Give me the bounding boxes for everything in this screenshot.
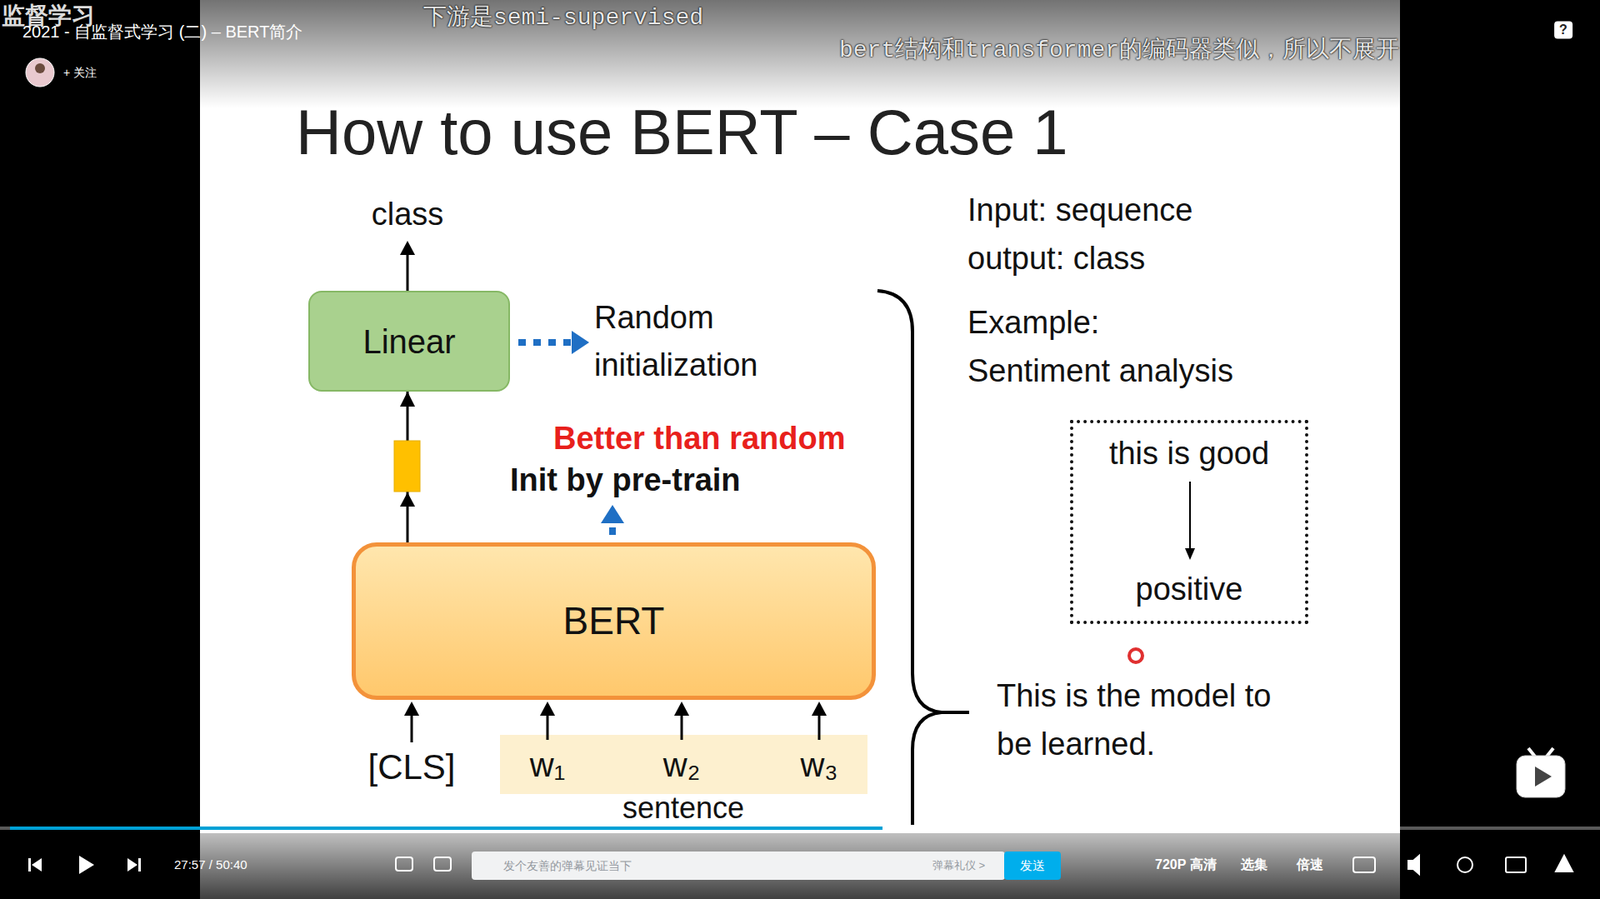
danmaku-icons	[395, 857, 451, 871]
next-bar	[138, 858, 141, 872]
time-display: 27:57 / 50:40	[174, 857, 248, 873]
node-label: BERT	[563, 598, 665, 645]
arrow-head	[811, 701, 827, 716]
control-bar	[0, 833, 1600, 899]
description-text: Input: sequence	[967, 191, 1193, 230]
input-label: sentence	[622, 790, 745, 826]
slide-title: How to use BERT – Case 1	[295, 94, 1069, 170]
arrow-line	[1189, 481, 1191, 550]
tv-body	[1516, 755, 1565, 798]
pip-icon	[1505, 857, 1526, 873]
settings-icon	[1457, 857, 1473, 873]
description-text: Sentiment analysis	[967, 352, 1234, 391]
node-label: Linear	[362, 321, 455, 362]
node-label: this is good	[1109, 435, 1270, 474]
arrow-head	[674, 701, 690, 716]
play-icon	[79, 855, 95, 875]
subtitle-icon	[1353, 857, 1375, 873]
dashed-line	[518, 339, 574, 346]
cls-embedding-vector	[394, 440, 420, 492]
sentence-band	[500, 735, 868, 795]
danmaku-input	[471, 851, 1005, 880]
send-button	[1004, 851, 1061, 880]
arrow-head	[1185, 548, 1195, 560]
video-title: 2021 - 自监督式学习 (二) – BERT简介	[22, 21, 303, 42]
arrow-line	[410, 715, 414, 743]
arrow-line	[406, 253, 410, 291]
annotation: Random initialization	[594, 294, 811, 390]
danmaku-text: bert结构和transformer的编码器类似，所以不展开	[839, 36, 1400, 65]
follow-button: + 关注	[63, 65, 97, 80]
help-icon: ?	[1554, 20, 1573, 39]
next-icon	[127, 858, 138, 872]
danmaku-settings	[434, 857, 451, 871]
arrow-line	[818, 715, 821, 740]
arrow-head	[600, 505, 625, 524]
progress-track	[0, 826, 1600, 830]
cursor-dot	[1129, 649, 1143, 663]
description-text: output: class	[967, 240, 1145, 279]
description-text: Example:	[967, 304, 1100, 343]
etiquette-link: 弹幕礼仪 >	[932, 859, 985, 873]
playback-icons	[28, 855, 141, 875]
arrow-head	[400, 492, 415, 507]
highlight-note: Better than random	[553, 420, 845, 459]
prev-bar	[28, 858, 31, 872]
episode-menu: 选集	[1240, 856, 1268, 873]
input-placeholder: 发个友善的弹幕见证当下	[503, 859, 632, 874]
description-text: This is the model to be learned.	[996, 671, 1305, 769]
volume-icon	[1408, 855, 1420, 875]
prev-icon	[31, 858, 42, 872]
token-label: [CLS]	[367, 746, 455, 789]
token-label: w₁	[530, 745, 565, 785]
send-label: 发送	[1020, 858, 1045, 874]
speed-menu: 倍速	[1296, 856, 1324, 873]
arrow-head	[571, 330, 590, 355]
bert-model-box: BERT	[351, 542, 876, 700]
arrow-head	[400, 240, 415, 255]
arrow-head	[540, 701, 555, 716]
danmaku-toggle	[395, 857, 413, 871]
token-label: w₂	[663, 745, 700, 785]
node-label: positive	[1135, 570, 1244, 610]
example-dashed-box: this is good positive	[1070, 420, 1309, 625]
right-icons	[1353, 855, 1573, 875]
output-label: class	[371, 195, 445, 235]
avatar-head	[35, 63, 45, 74]
top-shade	[0, 0, 1600, 109]
arrow-line	[680, 715, 684, 740]
avatar	[25, 58, 55, 87]
arrow-line	[546, 715, 550, 740]
danmaku-text: 下游是semi-supervised	[423, 4, 704, 33]
fullscreen-icon	[1555, 855, 1573, 872]
linear-layer-box: Linear	[308, 290, 510, 392]
bilibili-icon	[1516, 748, 1565, 798]
token-label: w₃	[800, 745, 838, 785]
slide	[200, 0, 1400, 899]
arrow-head	[404, 701, 420, 716]
play-mark	[1535, 766, 1552, 787]
curly-brace	[877, 290, 970, 825]
progress-played	[10, 826, 883, 830]
annotation: Init by pre-train	[510, 461, 741, 500]
quality-menu: 720P 高清	[1155, 856, 1217, 873]
